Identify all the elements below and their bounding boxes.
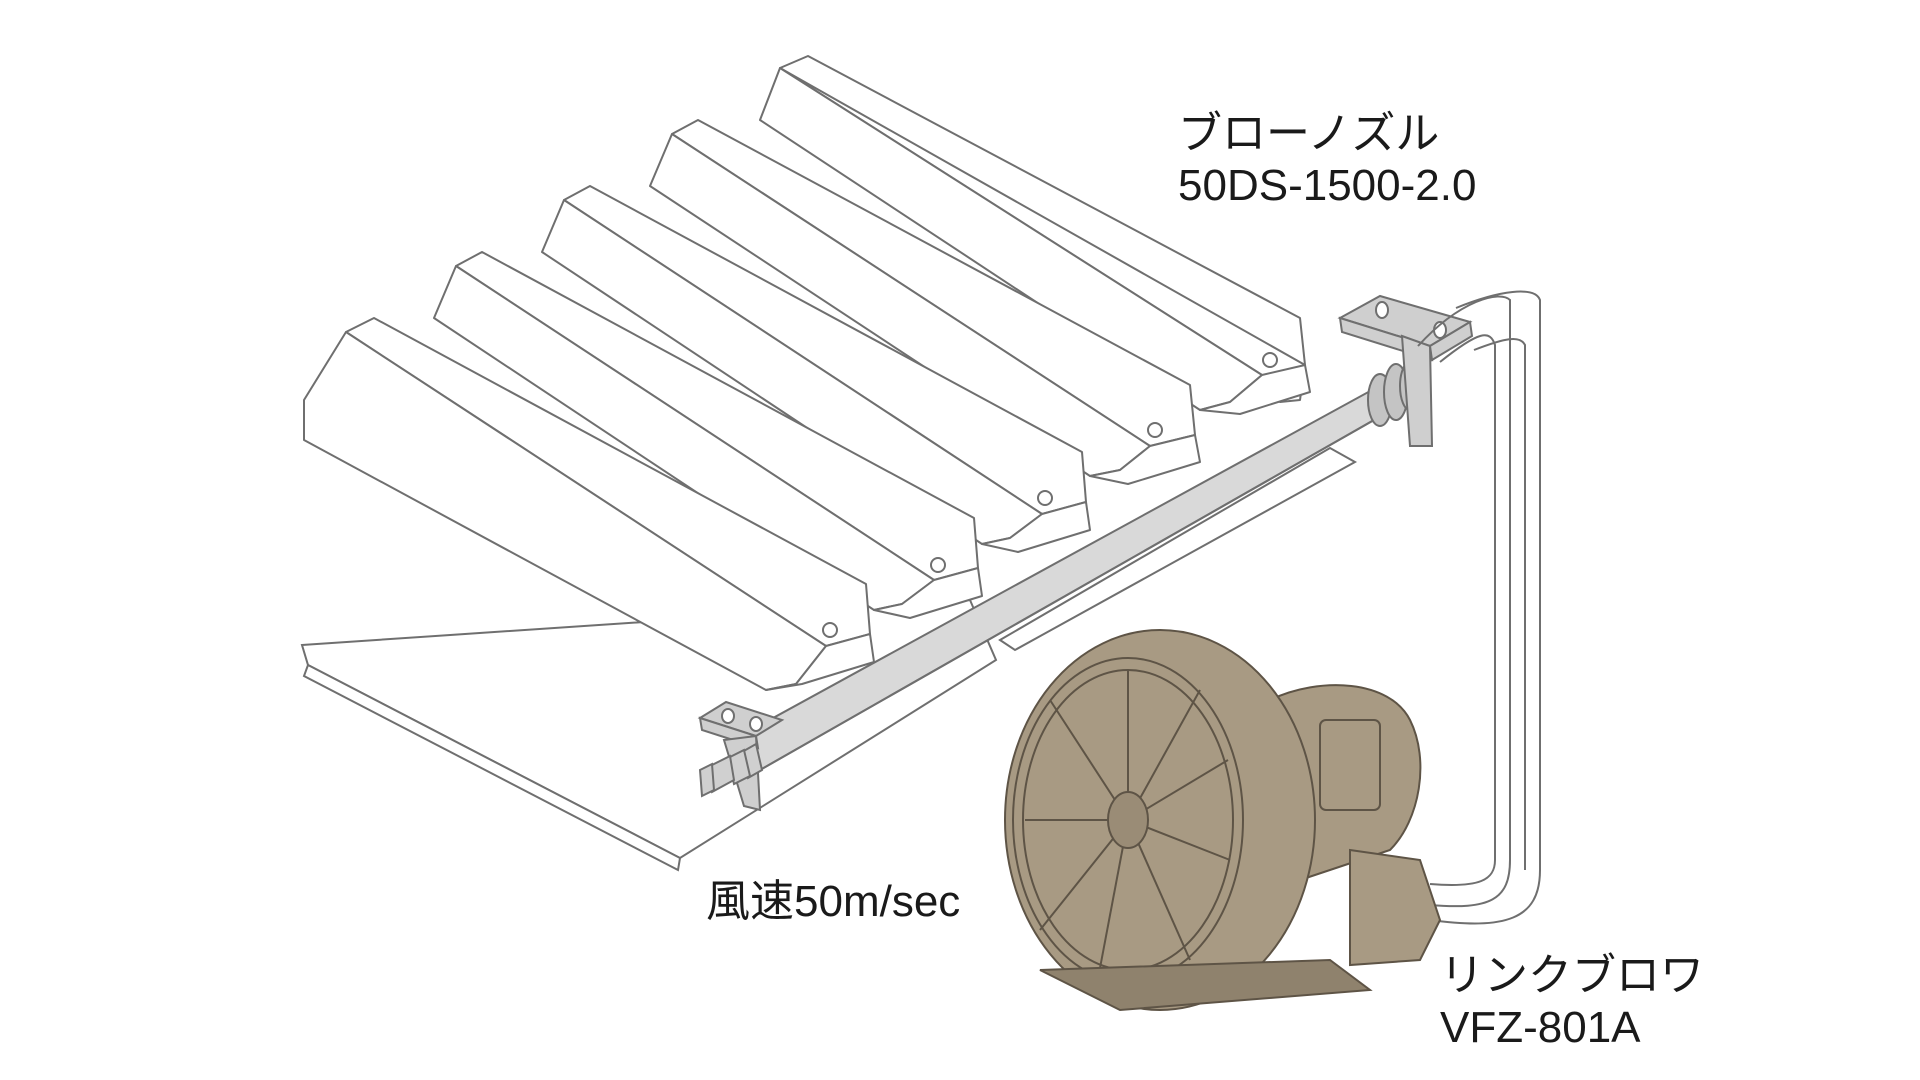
nozzle-end-fitting — [698, 742, 764, 798]
ring-blower — [1004, 629, 1442, 1012]
nozzle-name: ブローノズル — [1178, 109, 1440, 158]
conveyed-item — [433, 251, 983, 619]
blower-model: VFZ-801A — [1440, 1003, 1641, 1052]
conveyed-item — [649, 119, 1201, 485]
conveyed-item — [303, 317, 875, 691]
blower-housing — [1004, 629, 1316, 1011]
blower-hub — [1107, 791, 1149, 849]
blower-base — [1039, 958, 1373, 1012]
bracket-right — [1337, 294, 1474, 447]
conveyed-item — [759, 55, 1311, 415]
conveyed-items — [303, 55, 1311, 691]
blower-name: リンクブロワ — [1440, 951, 1704, 1000]
nozzle-label: ブローノズル 50DS-1500-2.0 — [1178, 108, 1476, 212]
air-hose — [1417, 290, 1541, 925]
air-speed-value: 風速50m/sec — [706, 877, 961, 926]
blow-nozzle — [697, 294, 1474, 812]
nozzle-model: 50DS-1500-2.0 — [1178, 161, 1477, 210]
blower-label: リンクブロワ VFZ-801A — [1440, 950, 1704, 1054]
air-speed-label: 風速50m/sec — [706, 876, 960, 928]
conveyed-item — [541, 185, 1091, 553]
